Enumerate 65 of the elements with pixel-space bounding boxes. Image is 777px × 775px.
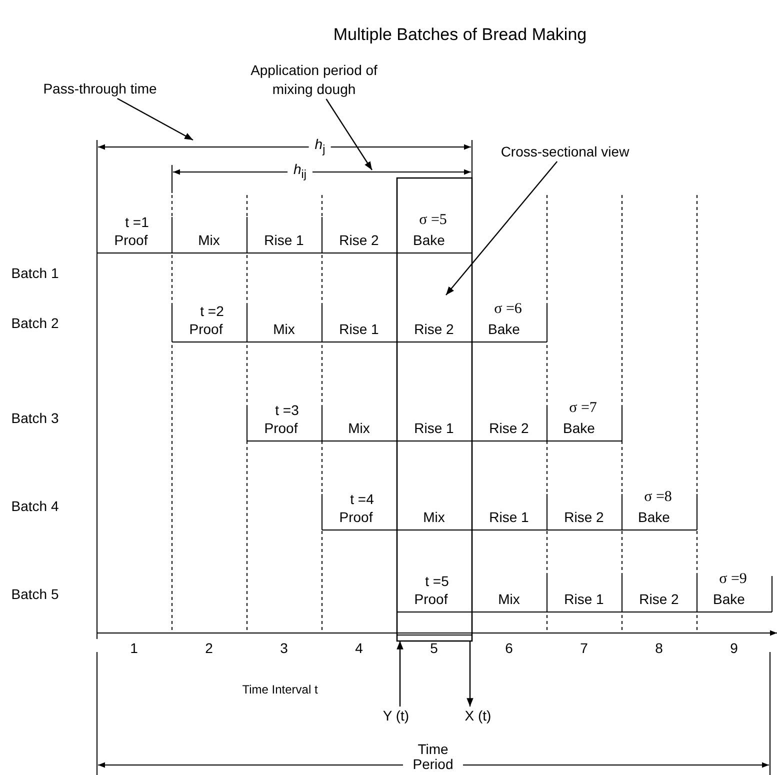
task-label: Rise 1 [489,509,529,525]
task-label: Rise 1 [264,232,304,248]
task-label: Proof [189,321,223,337]
task-label: Bake [638,509,670,525]
task-label: σ =5 [419,212,447,228]
callout-text: Cross-sectional view [500,142,630,162]
task-label: t =1 [125,214,149,230]
task-label: σ =7 [569,400,597,416]
task-label: Rise 1 [414,420,454,436]
batch-label: Batch 1 [11,265,59,281]
leader-arrow [446,161,558,296]
dimension-label: h$_{ij}$ [288,161,312,183]
task-label: Mix [348,420,370,436]
task-label: t =4 [350,491,374,507]
task-label: t =5 [425,573,449,589]
axis-tick-label: 4 [355,640,363,656]
task-label: Rise 1 [339,321,379,337]
task-label: Mix [198,232,220,248]
axis-tick-label: 2 [205,640,213,656]
leader-arrow [117,98,194,141]
task-label: Mix [423,509,445,525]
axis-tick-label: 3 [280,640,288,656]
task-label: Bake [563,420,595,436]
batch-label: Batch 2 [11,315,59,331]
signal-label: X (t) [464,706,492,726]
task-label: Proof [264,420,298,436]
task-label: Proof [414,591,448,607]
axis-tick-label: 8 [655,640,663,656]
axis-title: Time Interval t [241,682,319,698]
batch-label: Batch 5 [11,586,59,602]
task-label: Rise 2 [564,509,604,525]
task-label: Bake [713,591,745,607]
axis-tick-label: 9 [730,640,738,656]
task-label: Bake [488,321,520,337]
batch-label: Batch 4 [11,498,59,514]
signal-label: Y (t) [382,706,410,726]
task-label: t =2 [200,303,224,319]
task-label: Rise 2 [489,420,529,436]
cross-section-frame [396,177,473,642]
task-label: σ =9 [719,571,747,587]
task-label: σ =8 [644,489,672,505]
axis-tick-label: 7 [580,640,588,656]
task-label: Rise 2 [639,591,679,607]
task-label: Mix [498,591,520,607]
task-label: Rise 2 [339,232,379,248]
task-label: Proof [114,232,148,248]
axis-tick-label: 1 [130,640,138,656]
task-label: Bake [413,232,445,248]
task-label: t =3 [275,402,299,418]
task-label: Proof [339,509,373,525]
axis-tick-label: 5 [430,640,438,656]
callout-text: Application period of mixing dough [229,61,399,99]
batch-label: Batch 3 [11,410,59,426]
leader-arrow [326,98,372,170]
task-label: σ =6 [494,301,522,317]
task-label: Mix [273,321,295,337]
axis-tick-label: 6 [505,640,513,656]
leader-arrow [466,641,474,706]
dimension-label: Time Period [403,742,463,772]
leader-arrow [396,641,404,706]
task-label: Rise 1 [564,591,604,607]
task-label: Rise 2 [414,321,454,337]
diagram-title: Multiple Batches of Bread Making [333,27,587,43]
dimension-label: h$_{j}$ [308,136,332,158]
callout-text: Pass-through time [43,80,157,98]
